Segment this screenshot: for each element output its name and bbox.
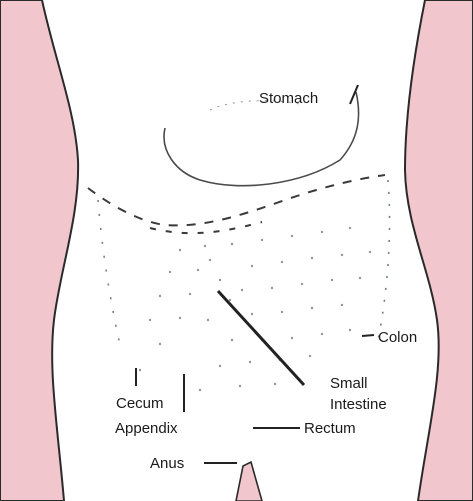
label-small-intestine-line2: Intestine	[330, 396, 387, 413]
small-intestine-dots	[139, 227, 371, 391]
label-appendix: Appendix	[115, 420, 178, 437]
label-rectum: Rectum	[304, 420, 356, 437]
left-body-side	[0, 0, 78, 501]
groin-region	[236, 462, 262, 501]
colon-leader	[362, 335, 374, 336]
label-colon: Colon	[378, 329, 417, 346]
label-cecum: Cecum	[116, 395, 164, 412]
transverse-colon	[88, 175, 385, 225]
label-small-intestine-line1: Small	[330, 375, 368, 392]
label-stomach: Stomach	[259, 90, 318, 107]
right-body-side	[405, 0, 473, 501]
descending-colon	[378, 180, 390, 340]
ascending-colon	[98, 200, 120, 345]
label-anus: Anus	[150, 455, 184, 472]
